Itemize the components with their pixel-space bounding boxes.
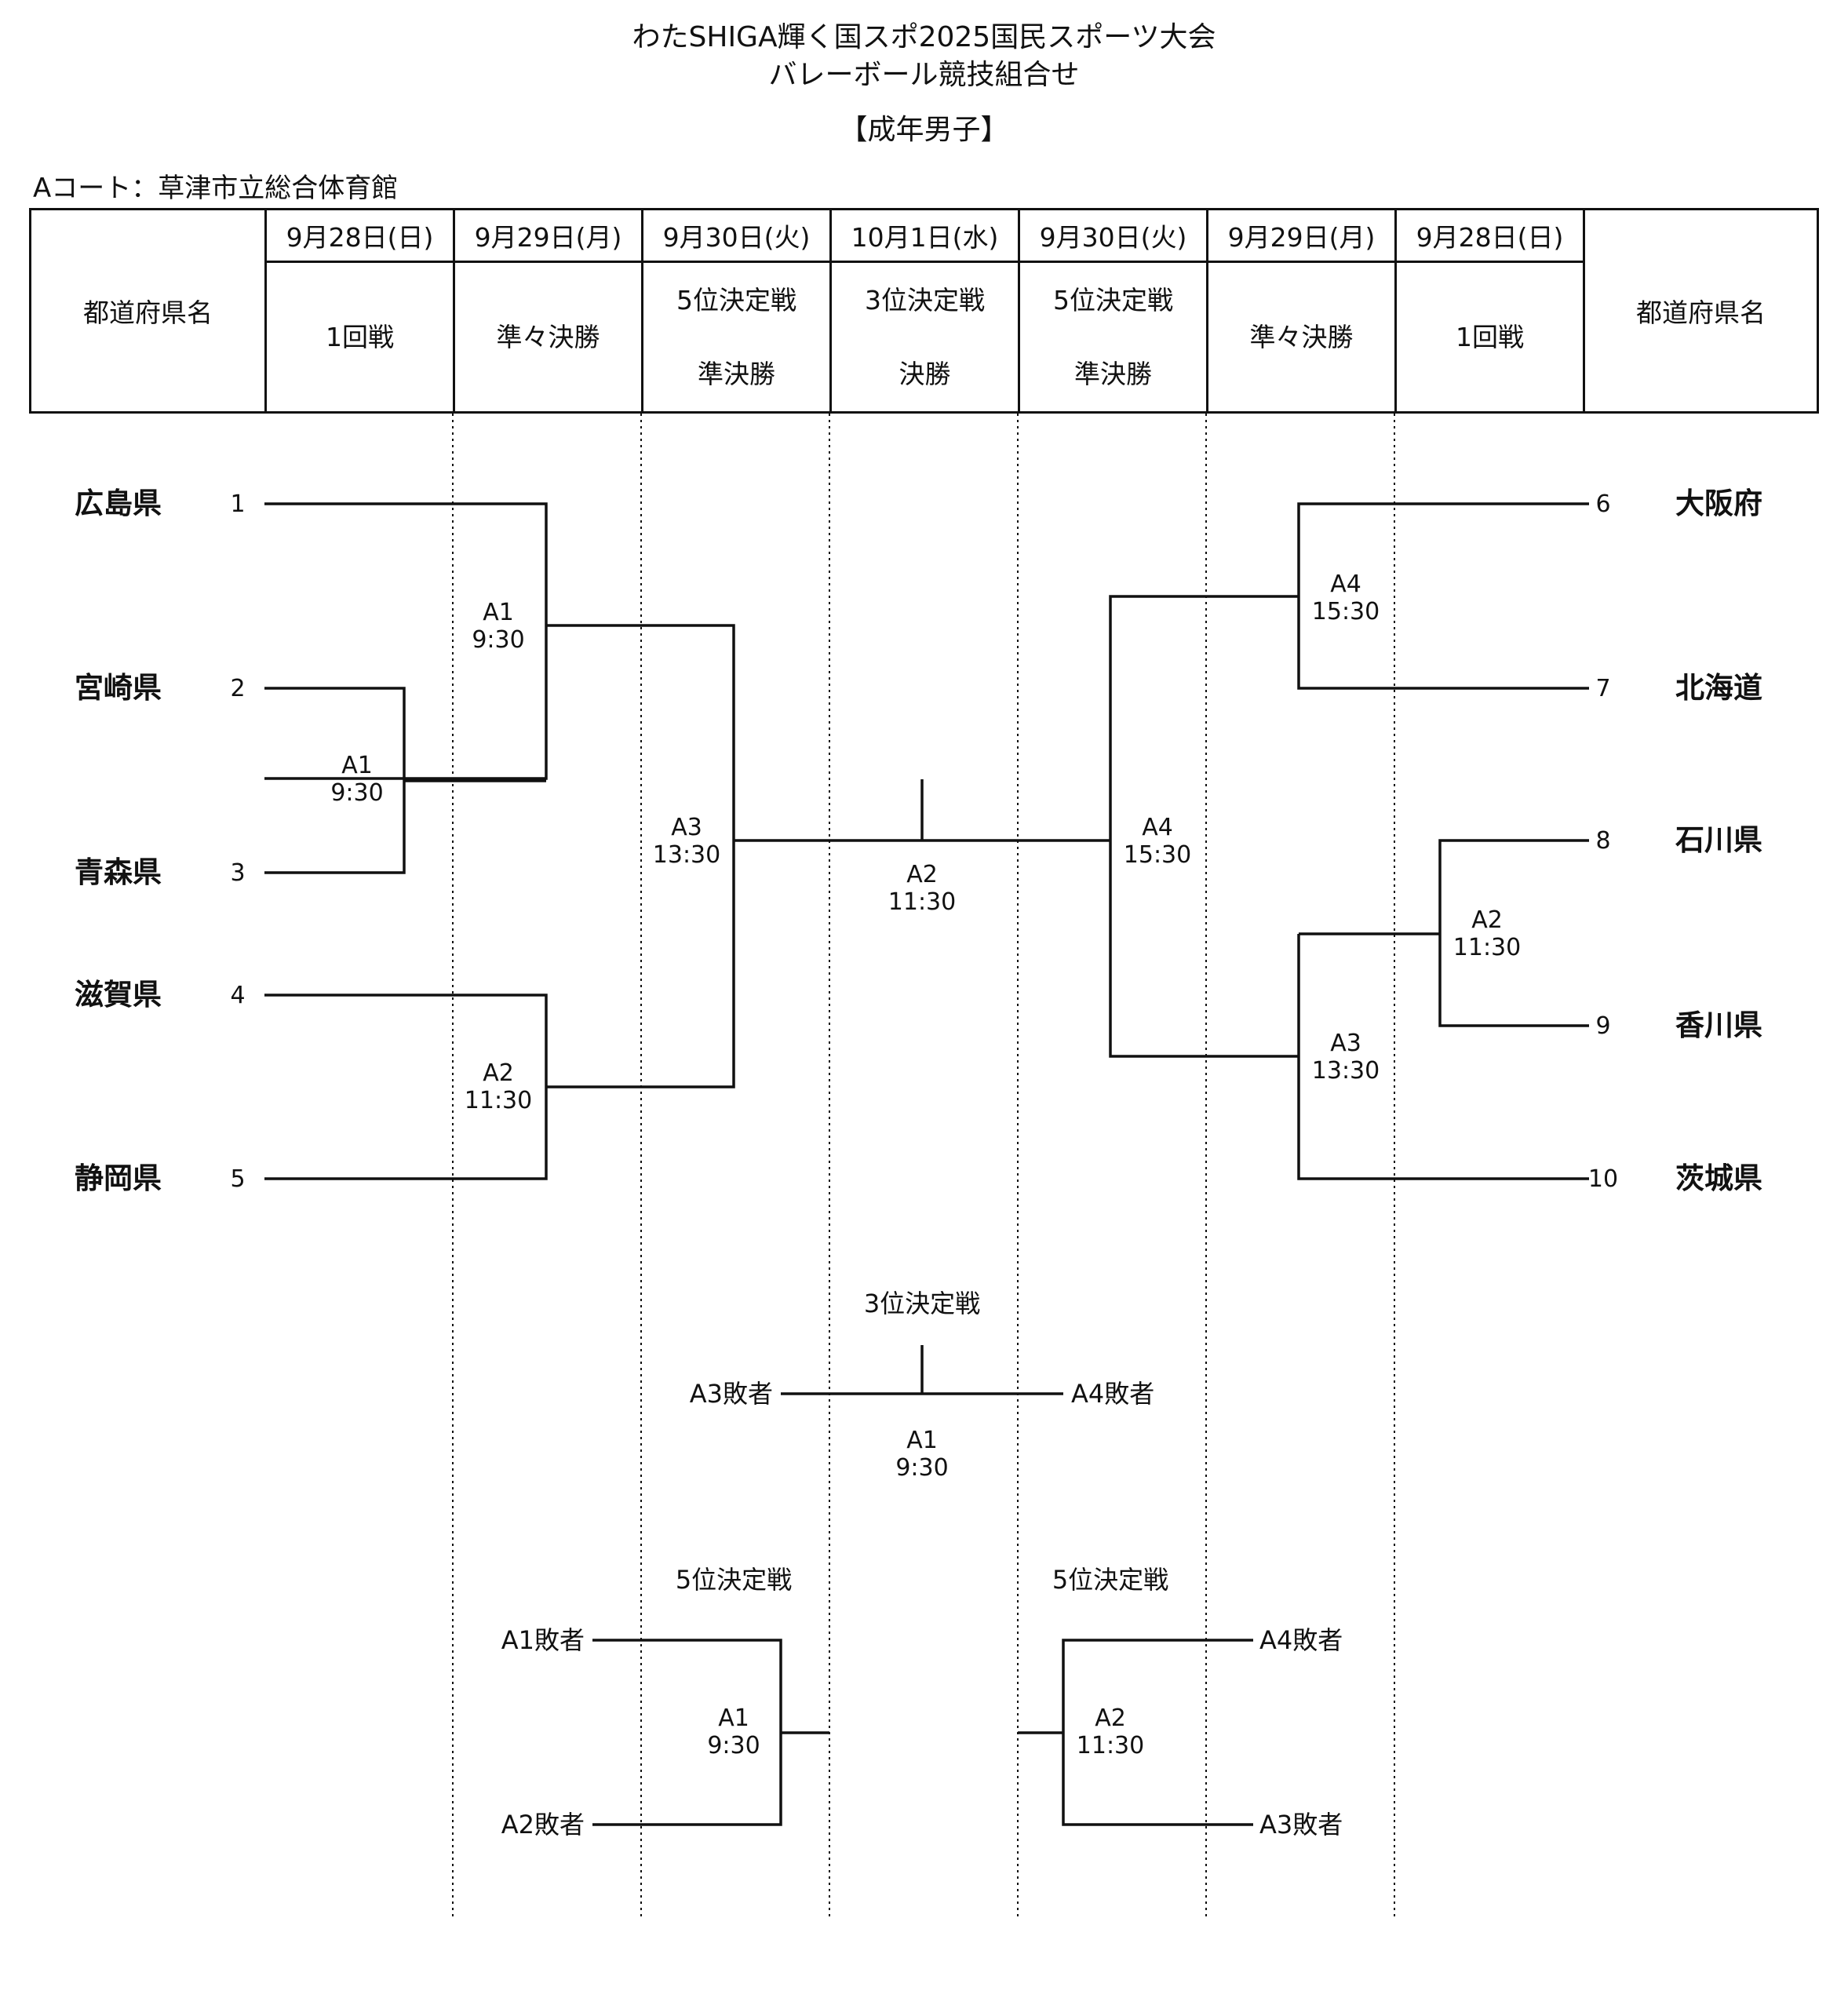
round-label: 1回戦 xyxy=(1456,321,1524,352)
match-court: A3 xyxy=(1330,1030,1361,1057)
round-cell: 準々決勝 xyxy=(1206,261,1397,414)
match-time: 11:30 xyxy=(1077,1732,1144,1759)
team-name-right: 香川県 xyxy=(1675,1008,1762,1042)
team-name-left: 滋賀県 xyxy=(75,978,162,1012)
date-cell: 9月29日(月) xyxy=(1206,208,1397,263)
match-court: A1 xyxy=(906,1427,938,1454)
fifth-place-right-top-entry: A4敗者 xyxy=(1259,1625,1343,1655)
date-cell: 9月28日(日) xyxy=(264,208,455,263)
bracket-line xyxy=(1297,934,1589,1180)
team-seed-left: 2 xyxy=(230,675,245,702)
team-seed-right: 6 xyxy=(1595,490,1610,518)
fifth-place-left-title: 5位決定戦 xyxy=(676,1565,792,1595)
team-name-left: 広島県 xyxy=(75,487,162,520)
court-label: Aコート：草津市立総合体育館 xyxy=(33,173,399,204)
match-court: A1 xyxy=(718,1705,749,1732)
third-place-left-entry: A3敗者 xyxy=(690,1379,773,1409)
team-seed-right: 10 xyxy=(1588,1165,1618,1193)
bracket-lines xyxy=(264,502,1589,1826)
team-name-left: 青森県 xyxy=(75,855,162,889)
pref-header-right: 都道府県名 xyxy=(1583,208,1819,414)
match-court: A4 xyxy=(1142,814,1173,841)
round-label: 5位決定戦 xyxy=(1053,284,1173,315)
team-name-right: 大阪府 xyxy=(1675,487,1762,520)
team-seed-left: 3 xyxy=(230,859,245,887)
date-cell: 9月30日(火) xyxy=(641,208,832,263)
round-label: 準々決勝 xyxy=(496,321,600,352)
match-court: A2 xyxy=(483,1059,514,1087)
pref-header-left: 都道府県名 xyxy=(29,208,267,414)
team-seed-right: 8 xyxy=(1595,827,1610,855)
bracket-line xyxy=(1438,839,1589,1027)
round-label: 1回戦 xyxy=(326,321,394,352)
round-cell: 3位決定戦 決勝 xyxy=(829,261,1020,414)
round-cell: 1回戦 xyxy=(1394,261,1585,414)
bracket-line xyxy=(546,624,735,1088)
round-label: 準々決勝 xyxy=(1249,321,1354,352)
team-name-left: 静岡県 xyxy=(75,1161,162,1195)
match-court: A3 xyxy=(671,814,702,841)
round-cell: 準々決勝 xyxy=(453,261,643,414)
round-label: 準決勝 xyxy=(1074,358,1152,389)
team-name-right: 北海道 xyxy=(1675,671,1762,705)
category-label: 【成年男子】 xyxy=(839,114,1009,146)
team-name-left: 宮崎県 xyxy=(75,671,162,705)
match-court: A2 xyxy=(1471,906,1503,934)
match-court: A2 xyxy=(1095,1705,1126,1732)
team-seed-left: 1 xyxy=(230,490,245,518)
fifth-place-left-top-entry: A1敗者 xyxy=(501,1625,585,1655)
team-seed-left: 5 xyxy=(230,1165,245,1193)
fifth-place-right-bottom-entry: A3敗者 xyxy=(1259,1810,1343,1839)
match-time: 11:30 xyxy=(888,888,956,916)
match-court: A1 xyxy=(483,599,514,626)
match-time: 15:30 xyxy=(1312,598,1380,625)
date-cell: 10月1日(水) xyxy=(829,208,1020,263)
match-time: 9:30 xyxy=(330,779,383,807)
match-time: 11:30 xyxy=(1453,934,1521,961)
team-name-right: 石川県 xyxy=(1675,823,1762,857)
page-title: わたSHIGA輝く国スポ2025国民スポーツ大会 xyxy=(632,21,1216,53)
third-place-title: 3位決定戦 xyxy=(864,1289,980,1318)
team-name-right: 茨城県 xyxy=(1675,1161,1762,1195)
match-labels: A1 9:30 A1 9:30 A2 11:30 A3 13:30 A2 11:… xyxy=(330,571,1521,1114)
round-label: 3位決定戦 xyxy=(865,284,985,315)
match-court: A4 xyxy=(1330,571,1361,598)
round-cell: 1回戦 xyxy=(264,261,455,414)
date-cell: 9月28日(日) xyxy=(1394,208,1585,263)
match-time: 9:30 xyxy=(472,626,524,654)
match-court: A1 xyxy=(341,752,373,779)
team-seed-right: 7 xyxy=(1595,675,1610,702)
round-label: 準決勝 xyxy=(698,358,775,389)
match-time: 15:30 xyxy=(1124,841,1191,869)
match-time: 13:30 xyxy=(1312,1057,1380,1085)
match-court: A2 xyxy=(906,861,938,888)
page-subtitle: バレーボール競技組合せ xyxy=(768,59,1080,91)
round-label: 5位決定戦 xyxy=(676,284,796,315)
team-seed-right: 9 xyxy=(1595,1012,1610,1040)
round-cell: 5位決定戦 準決勝 xyxy=(641,261,832,414)
fifth-place-left-bottom-entry: A2敗者 xyxy=(501,1810,585,1839)
match-time: 11:30 xyxy=(465,1087,532,1114)
match-time: 9:30 xyxy=(895,1454,948,1482)
date-cell: 9月30日(火) xyxy=(1018,208,1208,263)
date-cell: 9月29日(月) xyxy=(453,208,643,263)
round-label: 決勝 xyxy=(898,358,951,389)
column-guides xyxy=(452,414,1395,1919)
bracket-line xyxy=(1109,595,1299,1058)
schedule-header-table: 都道府県名 9月28日(日) 9月29日(月) 9月30日(火) 10月1日(水… xyxy=(29,208,1819,414)
match-time: 13:30 xyxy=(653,841,720,869)
team-seed-left: 4 xyxy=(230,982,245,1009)
fifth-place-right-title: 5位決定戦 xyxy=(1052,1565,1168,1595)
third-place-right-entry: A4敗者 xyxy=(1071,1379,1154,1409)
match-time: 9:30 xyxy=(707,1732,760,1759)
round-cell: 5位決定戦 準決勝 xyxy=(1018,261,1208,414)
